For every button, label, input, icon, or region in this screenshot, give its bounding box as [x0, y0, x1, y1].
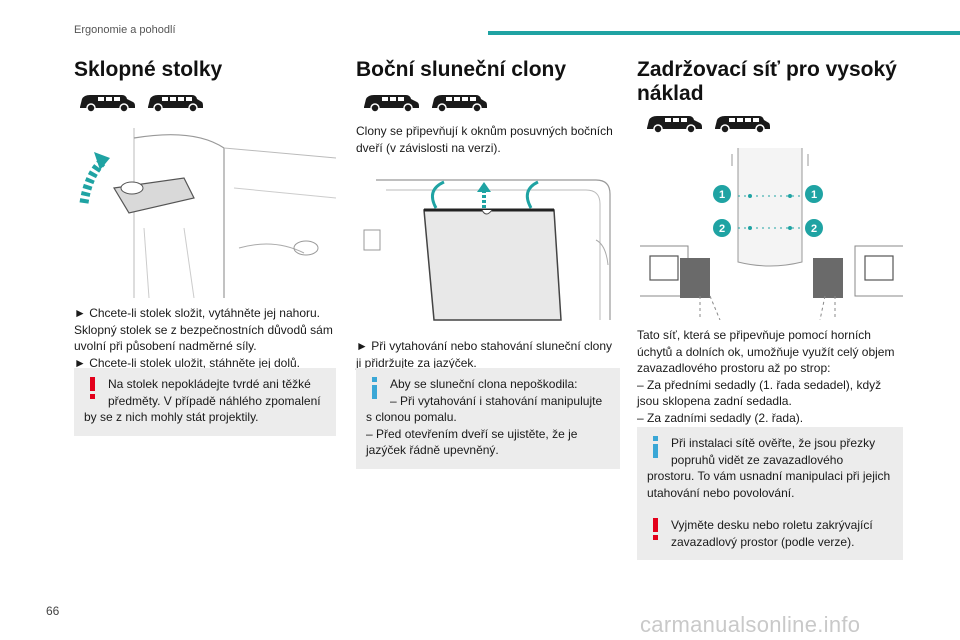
instruction-line: ► Při vytahování nebo stahování sluneční… [356, 339, 613, 353]
intro-line: Clony se připevňují k oknům posuvných bo… [356, 124, 613, 138]
warning-note-cargo-net: Vyjměte desku nebo roletu zakrývající za… [637, 509, 903, 560]
folding-table-illustration [74, 128, 336, 298]
warning-exclamation-icon [90, 377, 95, 399]
heading-sun-blinds: Boční sluneční clony [356, 58, 567, 81]
cargo-net-illustration: 1 1 2 2 [640, 146, 903, 320]
info-icon [372, 377, 377, 399]
info-note-cargo-net: Při instalaci sítě ověřte, že jsou přezk… [637, 427, 903, 511]
sun-blind-intro: Clony se připevňují k oknům posuvných bo… [356, 123, 626, 156]
page-number: 66 [46, 604, 60, 618]
warning-note-table: Na stolek nepokládejte tvrdé ani těžké p… [74, 368, 336, 436]
column-sun-blinds: Boční sluneční clony [356, 58, 620, 82]
watermark: carmanualsonline.info [640, 612, 861, 637]
description-line: zavazadlového prostoru až po strop: [637, 361, 831, 375]
callout-1-right [805, 185, 823, 203]
callout-label: 2 [719, 223, 725, 235]
description-line: úchytů a dolních ok, umožňuje využít cel… [637, 344, 895, 359]
instruction-line: Sklopný stolek se z bezpečnostních důvod… [74, 322, 333, 337]
info-note-sun-blind: Aby se sluneční clona nepoškodila: – Při… [356, 368, 620, 469]
section-title: Ergonomie a pohodlí [74, 24, 176, 36]
info-text: s clonou pomalu. [366, 410, 457, 424]
info-text: jazýček řádně upevněný. [366, 443, 499, 457]
van-long-icon [432, 95, 487, 113]
warning-text: Na stolek nepokládejte tvrdé ani těžké [108, 377, 311, 391]
heading-line: náklad [637, 82, 704, 105]
instruction-line: ► Chcete-li stolek uložit, stáhněte jej … [74, 355, 300, 370]
info-text: – Při vytahování i stahování manipulujte [390, 393, 603, 408]
instruction-line: ► Chcete-li stolek složit, vytáhněte jej… [74, 306, 320, 320]
column-folding-tables: Sklopné stolky [74, 58, 336, 82]
info-text: prostoru. To vám usnadní manipulaci při … [647, 469, 891, 483]
van-long-icon [715, 116, 770, 134]
callout-1-left [713, 185, 731, 203]
van-short-icon [80, 95, 135, 113]
heading-line: Zadržovací síť pro vysoký [637, 58, 897, 81]
van-long-icon [148, 95, 203, 113]
heading-folding-tables: Sklopné stolky [74, 58, 223, 81]
callout-2-left [713, 219, 731, 237]
info-text: popruhů vidět ze zavazadlového [671, 452, 844, 467]
instruction-line: ji přidržujte za jazýček. [356, 355, 477, 370]
description-line: Tato síť, která se připevňuje pomocí hor… [637, 328, 871, 342]
cargo-net-description: Tato síť, která se připevňuje pomocí hor… [637, 327, 912, 426]
folding-table-instructions: ► Chcete-li stolek složit, vytáhněte jej… [74, 305, 344, 371]
callout-label: 1 [719, 189, 725, 201]
warning-exclamation-icon [653, 518, 658, 540]
warning-text: by se z nich mohly stát projektily. [84, 410, 259, 424]
intro-line: dveří (v závislosti na verzi). [356, 140, 501, 155]
callout-label: 1 [811, 189, 817, 201]
callout-label: 2 [811, 223, 817, 235]
instruction-line: uvolní při působení nadměrné síly. [74, 339, 257, 353]
info-text: Při instalaci sítě ověřte, že jsou přezk… [671, 436, 876, 450]
description-line: – Za zadními sedadly (2. řada). [637, 410, 804, 425]
info-text: Aby se sluneční clona nepoškodila: [390, 377, 578, 391]
description-line: jsou sklopena zadní sedadla. [637, 394, 792, 408]
warning-text: předměty. V případě náhlého zpomalení [108, 393, 321, 408]
header-accent-bar [488, 31, 960, 35]
info-text: – Před otevřením dveří se ujistěte, že j… [366, 426, 578, 441]
van-short-icon [647, 116, 702, 134]
van-short-icon [364, 95, 419, 113]
callout-2-right [805, 219, 823, 237]
info-icon [653, 436, 658, 458]
info-text: utahování nebo povolování. [647, 485, 795, 500]
description-line: – Za předními sedadly (1. řada sedadel),… [637, 377, 882, 392]
warning-text: zavazadlový prostor (podle verze). [671, 534, 855, 549]
warning-text: Vyjměte desku nebo roletu zakrývající [671, 518, 873, 532]
sun-blind-illustration [356, 170, 620, 330]
sun-blind-instructions: ► Při vytahování nebo stahování sluneční… [356, 338, 626, 371]
